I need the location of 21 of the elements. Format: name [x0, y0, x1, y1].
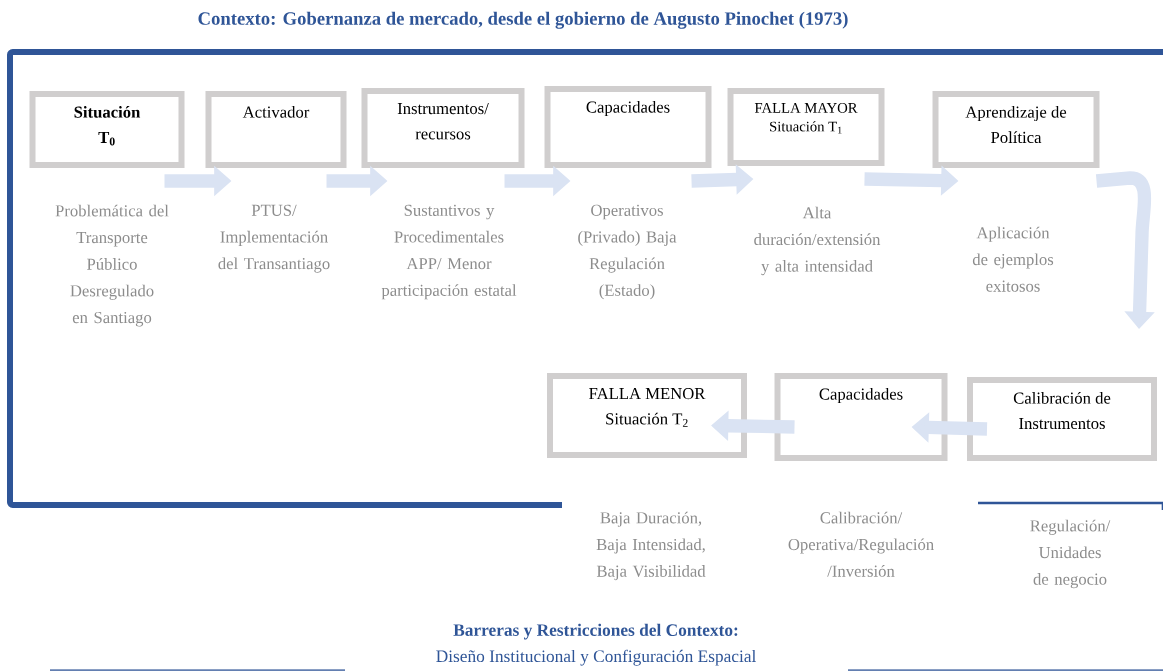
process-box: Capacidades	[544, 86, 712, 168]
process-box: Situación T$_{0}$	[29, 91, 185, 168]
description-text: Calibración/ Operativa/Regulación /Inversión	[788, 511, 934, 577]
description-text: Aplicación de ejemplos exitosos	[972, 226, 1054, 292]
footer-heading: Diseño Institucional y Configuración Espacial	[436, 649, 756, 666]
process-box: Instrumentos/ recursos	[361, 88, 525, 168]
process-box: FALLA MAYOR Situación T$_{1}$	[727, 88, 885, 166]
footer-heading: Barreras y Restricciones del Contexto:	[453, 623, 738, 640]
description-text: Operativos (Privado) Baja Regulación (Estado)	[578, 204, 677, 300]
title: Contexto: Gobernanza de mercado, desde el gobierno de Augusto Pinochet (1973)	[198, 11, 848, 29]
process-box: Aprendizaje de Política	[932, 91, 1100, 168]
description-text: Sustantivos y Procedimentales APP/ Menor participación estatal	[381, 204, 517, 300]
process-box: Calibración de Instrumentos	[967, 377, 1157, 461]
description-text: Baja Duración, Baja Intensidad, Baja Visibilidad	[596, 511, 706, 581]
description-text: Regulación/ Unidades de negocio	[1030, 519, 1111, 589]
description-text: PTUS/ Implementación del Transantiago	[218, 204, 330, 273]
process-box: Capacidades	[774, 373, 948, 461]
process-box: Activador	[205, 91, 347, 168]
description-text: Problemática del Transporte Público Desregulado en Santiago	[55, 204, 169, 327]
process-box: FALLA MENOR Situación T$_{2}$	[547, 373, 747, 458]
description-text: Alta duración/extensión y alta intensidad	[754, 206, 881, 276]
